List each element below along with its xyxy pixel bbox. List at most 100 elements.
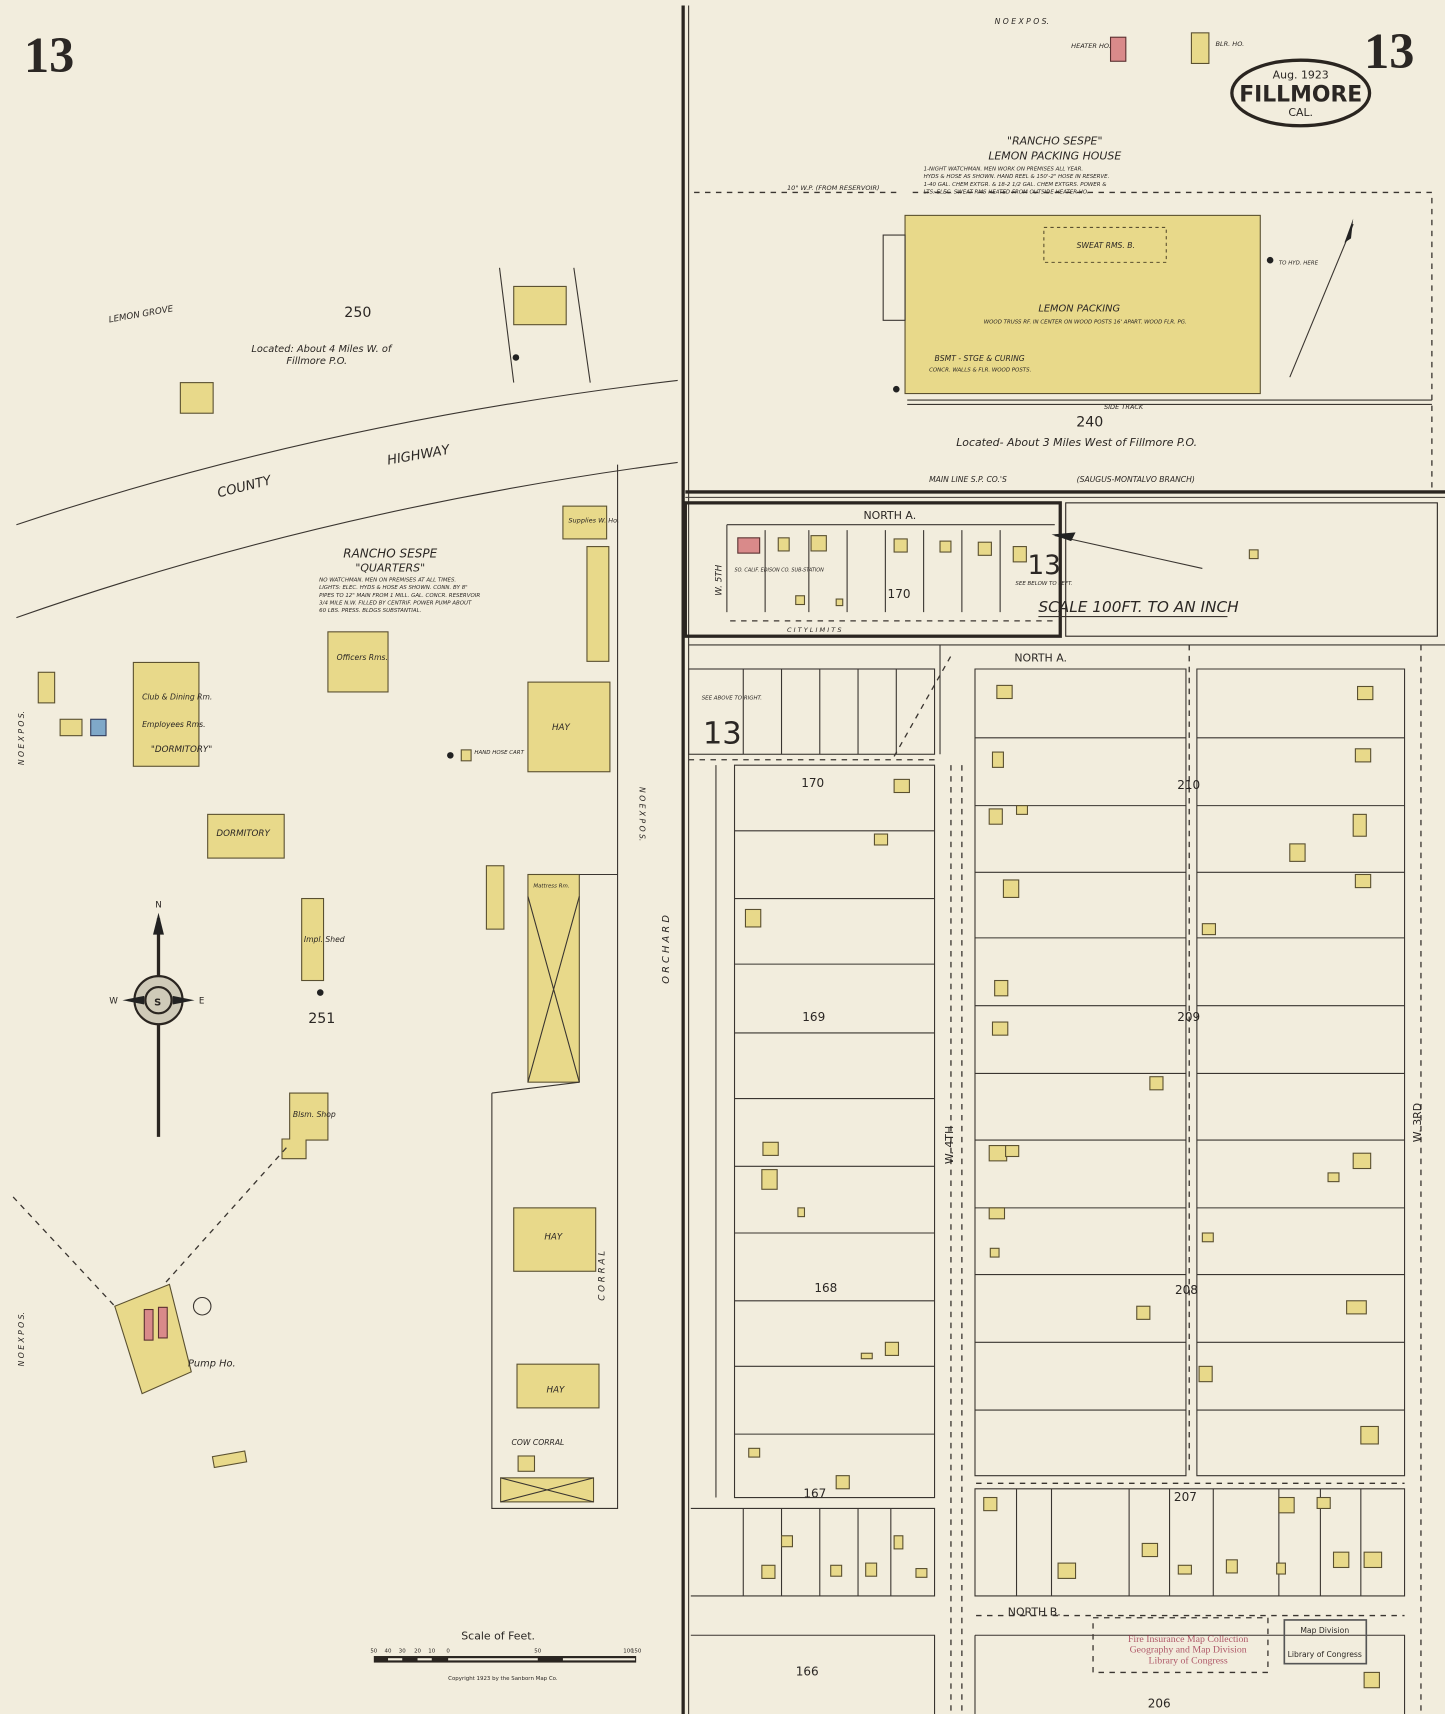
dwelling [1198, 1365, 1213, 1383]
scale-tick: 10 [428, 1649, 435, 1655]
impl-shed-label: Impl. Shed [304, 935, 345, 944]
compass-s: S [154, 998, 161, 1009]
hay-2-label: HAY [544, 1233, 563, 1243]
block-number-166: 166 [796, 1665, 819, 1679]
mattress-room-label: Mattress Rm. [533, 884, 569, 890]
scale-tick: 40 [385, 1649, 392, 1655]
packing-note: 1-NIGHT WATCHMAN. MEN WORK ON PREMISES A… [924, 167, 1084, 173]
dwelling [1332, 1551, 1350, 1569]
street-north-a-inset: NORTH A. [864, 509, 917, 522]
dwelling [1015, 805, 1029, 815]
block-number-240: 240 [1076, 414, 1103, 430]
dormitory-label: "DORMITORY" [151, 745, 212, 755]
lemon-packing-building: SWEAT RMS. B. LEMON PACKING WOOD TRUSS R… [904, 214, 1261, 395]
dwelling [983, 1496, 998, 1512]
officers-rooms-label: Officers Rms. [337, 653, 388, 662]
dwelling [1352, 1152, 1372, 1170]
title-state: CAL. [1288, 106, 1313, 119]
dwelling [893, 1535, 904, 1550]
basement-label: BSMT - STGE & CURING [935, 354, 1025, 363]
no-exposure-label: N O E X P O S. [17, 711, 26, 765]
dwelling [761, 1564, 776, 1579]
club-label: Club & Dining Rm. [142, 693, 212, 702]
dwelling [991, 751, 1004, 768]
town-dwellings [744, 684, 1383, 1689]
compass-w: W [109, 996, 118, 1006]
dwelling [1354, 748, 1372, 763]
dwelling [1149, 1076, 1164, 1091]
dwelling [761, 1169, 778, 1190]
inset-scale-label: SCALE 100FT. TO AN INCH [1038, 598, 1239, 616]
north-arrow-top [1289, 218, 1354, 378]
blacksmith-shop-label: Blsm. Shop [293, 1110, 336, 1119]
packing-location: Located- About 3 Miles West of Fillmore … [956, 436, 1197, 449]
block-number-167: 167 [803, 1487, 826, 1501]
quarters-location: Located: About 4 Miles W. of [251, 344, 392, 355]
hay-label: HAY [552, 723, 571, 733]
hydrant [1266, 256, 1274, 264]
dwelling [1360, 1425, 1379, 1445]
dwelling [996, 684, 1013, 700]
dormitory-2-label: DORMITORY [216, 829, 270, 839]
page-number-right: 13 [1364, 23, 1414, 79]
scale-tick: 30 [399, 1649, 406, 1655]
quarters-note: 60 LBS. PRESS. BLDGS SUBSTANTIAL. [319, 608, 421, 614]
corral-label: C O R R A L [597, 1251, 607, 1301]
scale-tick: 20 [414, 1649, 421, 1655]
block-number-170: 170 [801, 776, 824, 790]
dwelling [994, 979, 1009, 997]
platform [882, 234, 906, 321]
sheet-dividers [681, 5, 1445, 1714]
packing-note: LTS: ELEC. SWEAT RMS HEATED FROM OUTSIDE… [924, 190, 1089, 196]
building [179, 382, 214, 414]
employees-rooms-label: Employees Rms. [142, 720, 205, 729]
stamp-line-2: Geography and Map Division [1130, 1645, 1247, 1656]
dwelling [988, 1207, 1006, 1220]
block-number-169: 169 [802, 1010, 825, 1024]
side-track-label: SIDE TRACK [1104, 403, 1144, 411]
dwelling [988, 1145, 1008, 1162]
stamp-box-bottom: Library of Congress [1288, 1650, 1362, 1659]
block-number-208: 208 [1175, 1283, 1198, 1297]
orchard-road [491, 464, 619, 1509]
dwelling [835, 1475, 850, 1490]
dwelling [1363, 1551, 1383, 1569]
library-stamp: Fire Insurance Map Collection Geography … [1128, 1619, 1368, 1667]
quarters-subtitle: "QUARTERS" [355, 562, 425, 575]
block-number-206: 206 [1148, 1696, 1171, 1710]
scale-tick: 0 [446, 1649, 450, 1655]
dwelling [865, 1562, 878, 1577]
page-ref-13: 13 [703, 716, 742, 751]
see-above-note: SEE ABOVE TO RIGHT. [702, 696, 763, 702]
dwelling [1225, 1559, 1238, 1574]
dwelling [1357, 685, 1374, 701]
compass-e: E [199, 996, 205, 1006]
block-number-210: 210 [1177, 778, 1200, 792]
dwelling [830, 1564, 843, 1577]
lemon-grove-label: LEMON GROVE [108, 304, 175, 325]
dwelling [748, 1447, 761, 1458]
railroad-label: MAIN LINE S.P. CO.'S [929, 475, 1007, 484]
street-w3rd: W. 3RD [1411, 1103, 1424, 1142]
dwelling [1289, 843, 1306, 862]
dwelling [1002, 879, 1020, 898]
dwelling [893, 778, 910, 794]
dwelling [1177, 1564, 1192, 1575]
street-north-b: NORTH B. [1008, 1606, 1061, 1619]
basement-note: CONCR. WALLS & FLR. WOOD POSTS. [929, 368, 1032, 374]
no-exposure-label: N O E X P O S. [995, 17, 1049, 26]
dwelling [1346, 1300, 1367, 1315]
quarters-location-2: Fillmore P.O. [286, 356, 347, 367]
road-county: COUNTY [216, 473, 274, 501]
pump-house-label: Pump Ho. [188, 1358, 236, 1369]
block-number-209: 209 [1177, 1010, 1200, 1024]
street-w4th: W. 4TH [943, 1126, 956, 1164]
lemon-packing-label: LEMON PACKING [1038, 304, 1120, 315]
street-w5th: W. 5TH [714, 564, 724, 595]
packing-house-title: "RANCHO SESPE" [1007, 134, 1102, 147]
building [513, 285, 567, 326]
town-block-numbers: 170 169 168 167 166 210 209 208 207 206 [796, 776, 1200, 1710]
heater-house-label: HEATER HO. [1071, 42, 1111, 50]
